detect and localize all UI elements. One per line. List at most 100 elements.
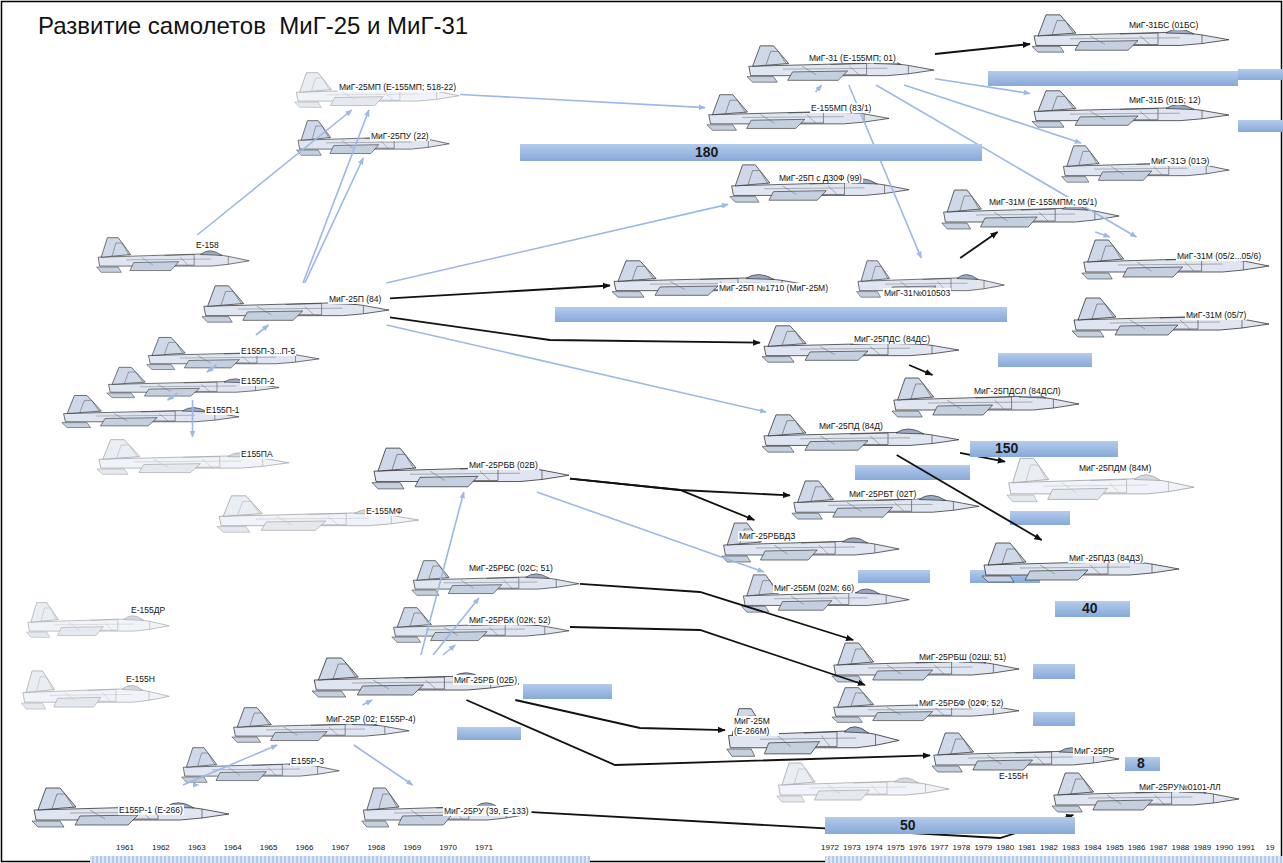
count-bar: 50 bbox=[825, 817, 1075, 834]
variant-label: МиГ-25РБ (02Б) bbox=[453, 675, 518, 685]
year-label: 1975 bbox=[887, 843, 905, 852]
variant-label: МиГ-25РБФ (02Ф; 52) bbox=[918, 698, 1004, 708]
lineage-arrow bbox=[421, 492, 464, 655]
variant-label: МиГ-31БС (01БС) bbox=[1128, 20, 1199, 30]
aircraft-variant: МиГ-25ПУ (22) bbox=[295, 118, 450, 158]
variant-label: МиГ-25П с Д30Ф (99) bbox=[778, 173, 863, 183]
lineage-arrow bbox=[192, 400, 194, 437]
lineage-arrow bbox=[466, 700, 930, 765]
aircraft-variant: МиГ-25ПДС (84ДС) bbox=[760, 323, 960, 365]
variant-label: МиГ-25МП (Е-155МП; 518-22) bbox=[338, 82, 457, 92]
variant-label: Е-155Н bbox=[998, 771, 1029, 781]
aircraft-variant: МиГ-25РБК (02К; 52) bbox=[390, 605, 570, 645]
variant-label: МиГ-25РР bbox=[1073, 746, 1115, 756]
year-label: 1983 bbox=[1062, 843, 1080, 852]
aircraft-variant: МиГ-25ПДЗ (84ДЗ) bbox=[980, 540, 1180, 585]
lineage-arrow bbox=[897, 455, 1042, 540]
year-label: 1977 bbox=[931, 843, 949, 852]
aircraft-variant: МиГ-25Р (02; Е155Р-4) bbox=[230, 705, 419, 745]
variant-label: МиГ-25ПД (84Д) bbox=[818, 421, 884, 431]
aircraft-variant: Е155Р-1 (Е-266) bbox=[30, 785, 230, 830]
lineage-arrow bbox=[935, 44, 1030, 54]
year-label: 1962 bbox=[152, 843, 170, 852]
count-bar: 180 bbox=[520, 144, 982, 161]
aircraft-variant: Е-158 bbox=[95, 235, 250, 275]
lineage-arrow bbox=[876, 85, 1136, 237]
variant-label: Е-155ДР bbox=[130, 605, 166, 615]
variant-label: МиГ-31Б (01Б; 12) bbox=[1128, 95, 1202, 105]
aircraft-variant: Е155П-2 bbox=[105, 365, 280, 400]
variant-label: МиГ-25Р (02; Е155Р-4) bbox=[325, 714, 417, 724]
year-label: 19 bbox=[1266, 843, 1275, 852]
aircraft-variant: МиГ-31Э (01Э) bbox=[1060, 143, 1230, 185]
variant-label: МиГ-31М (05/2...05/6) bbox=[1176, 251, 1262, 261]
aircraft-variant: Е-155МФ bbox=[215, 493, 420, 535]
aircraft-variant: МиГ-25РР bbox=[930, 730, 1120, 775]
lineage-arrow bbox=[1095, 232, 1110, 237]
lineage-arrow bbox=[935, 79, 1030, 94]
year-label: 1971 bbox=[475, 843, 493, 852]
aircraft-variant: МиГ-25ПД (84Д) bbox=[760, 412, 960, 455]
lineage-arrow bbox=[303, 110, 369, 283]
aircraft-variant: МиГ-25П (84) bbox=[200, 283, 390, 325]
year-label: 1973 bbox=[843, 843, 861, 852]
variant-label: Е155Р-3 bbox=[290, 756, 325, 766]
lineage-arrow bbox=[305, 158, 363, 283]
variant-label: Е-155МП (83/1) bbox=[810, 103, 872, 113]
variant-label: МиГ-25РУ (39, Е-133) bbox=[443, 806, 529, 816]
aircraft-variant: МиГ-31М (05/7) bbox=[1070, 295, 1270, 340]
aircraft-variant: МиГ-25М (Е-266М) bbox=[725, 705, 900, 760]
year-label: 1978 bbox=[953, 843, 971, 852]
year-label: 1970 bbox=[439, 843, 457, 852]
variant-label: Е-155МФ bbox=[365, 506, 403, 516]
lineage-arrow bbox=[515, 700, 725, 730]
year-label: 1967 bbox=[332, 843, 350, 852]
variant-label: Е155П-2 bbox=[240, 376, 276, 386]
variant-label: МиГ-25П (84) bbox=[328, 294, 382, 304]
count-bar: 150 bbox=[970, 441, 1118, 457]
year-label: 1991 bbox=[1237, 843, 1255, 852]
aircraft-variant: МиГ-25РУ (39, Е-133) bbox=[360, 785, 531, 830]
lineage-arrow bbox=[207, 365, 217, 372]
variant-label: МиГ-31№010503 bbox=[883, 288, 951, 298]
lineage-arrow bbox=[904, 85, 1081, 143]
aircraft-variant: МиГ-25РБ (02Б) bbox=[310, 655, 520, 700]
lineage-arrow bbox=[390, 286, 610, 299]
lineage-arrow bbox=[537, 492, 764, 572]
aircraft-variant: Е155ПА bbox=[95, 437, 290, 477]
variant-label: Е155П-3...П-5 bbox=[240, 346, 296, 356]
aircraft-variant: МиГ-25РБФ (02Ф; 52) bbox=[830, 685, 1020, 725]
aircraft-variant: МиГ-25МП (Е-155МП; 518-22) bbox=[293, 70, 460, 110]
aircraft-variant: МиГ-25ПДСЛ (84ДСЛ) bbox=[890, 375, 1080, 420]
lineage-arrow bbox=[909, 365, 932, 375]
year-label: 1966 bbox=[296, 843, 314, 852]
variant-label: МиГ-25ПДСЛ (84ДСЛ) bbox=[973, 386, 1062, 396]
variant-label: МиГ-25РБТ (02Т) bbox=[848, 489, 917, 499]
year-label: 1964 bbox=[224, 843, 242, 852]
lineage-arrow bbox=[363, 700, 373, 705]
lineage-arrow bbox=[460, 95, 705, 108]
year-label: 1963 bbox=[188, 843, 206, 852]
year-label: 1968 bbox=[367, 843, 385, 852]
lineage-arrow bbox=[183, 745, 277, 785]
variant-label: МиГ-25ПДЗ (84ДЗ) bbox=[1068, 553, 1144, 563]
aircraft-variant: Е155Р-3 bbox=[180, 745, 340, 785]
variant-label: МиГ-31М (05/7) bbox=[1185, 310, 1247, 320]
aircraft-variant: МиГ-25П с Д30Ф (99) bbox=[728, 162, 910, 205]
variant-label: МиГ-25РБК (02К; 52) bbox=[468, 615, 552, 625]
variant-label: МиГ-25М (Е-266М) bbox=[733, 716, 779, 736]
variant-label: МиГ-25РУ№0101-ЛЛ bbox=[1138, 782, 1222, 792]
aircraft-variant: Е155П-3...П-5 bbox=[145, 335, 320, 372]
aircraft-variant: МиГ-25РБВДЗ bbox=[720, 520, 900, 565]
variant-label: МиГ-25БМ (02М; 66) bbox=[773, 583, 855, 593]
year-label: 1981 bbox=[1018, 843, 1036, 852]
year-label: 1990 bbox=[1215, 843, 1233, 852]
lineage-arrow bbox=[443, 645, 455, 655]
aircraft-variant: МиГ-25РБВ (02В) bbox=[370, 445, 570, 492]
variant-label: Е155ПА bbox=[240, 449, 274, 459]
aircraft-variant: Е-155Н bbox=[775, 760, 1031, 805]
aircraft-variant: МиГ-25РБС (02С; 51) bbox=[410, 558, 580, 598]
count-number: 150 bbox=[995, 441, 1018, 456]
